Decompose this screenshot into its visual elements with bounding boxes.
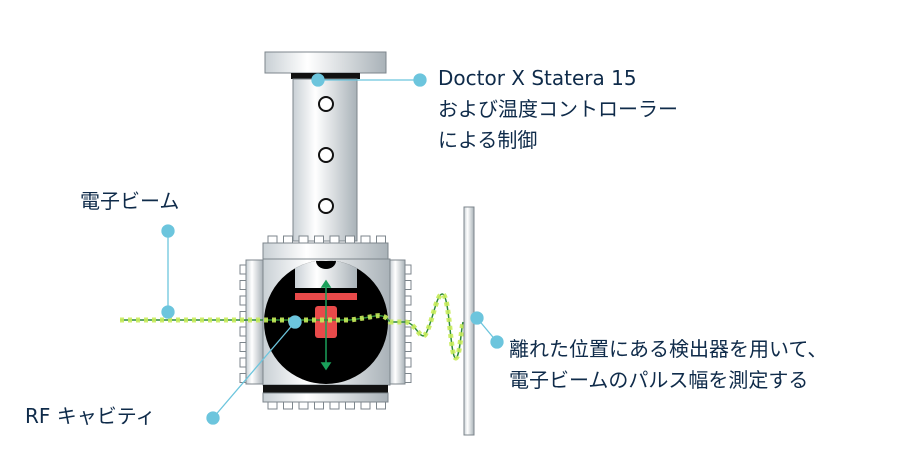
controller-label: Doctor X Statera 15 および温度コントローラー による制御 [438,63,678,156]
fin [314,401,324,410]
fin [267,401,278,410]
controller-label-line3: による制御 [438,128,538,152]
fin [404,342,412,352]
fin [298,401,309,410]
fin [239,264,247,275]
fin [404,357,412,368]
column-holes [318,96,334,214]
fin [404,295,412,306]
fin [376,235,386,244]
field-arrow [320,279,332,371]
fin [329,401,340,410]
fin [345,401,355,410]
fin [267,235,278,244]
fin [404,326,412,337]
electron-beam [120,291,466,361]
fin [283,235,293,244]
column-assembly [264,51,387,242]
fin [239,280,247,290]
fin [404,311,412,321]
detector-label-line1: 離れた位置にある検出器を用いて、 [509,337,828,361]
electron-beam-label: 電子ビーム [80,189,180,213]
cavity-interior [264,260,388,384]
fin [314,235,324,244]
fin [329,235,340,244]
controller-label-line2: および温度コントローラー [438,97,678,121]
fin [239,342,247,352]
fin [360,235,371,244]
controller-label-line1: Doctor X Statera 15 [438,66,637,90]
fin [360,401,371,410]
fin [298,235,309,244]
fin [404,264,412,275]
detector-label: 離れた位置にある検出器を用いて、 電子ビームのパルス幅を測定する [509,334,827,396]
callout-lines [161,73,504,425]
fin [376,401,386,410]
fin [404,373,412,383]
fin [239,295,247,306]
fin [404,280,412,290]
fin [239,357,247,368]
fin [283,401,293,410]
fin [345,235,355,244]
rf-cavity-label: RF キャビティ [25,404,156,428]
fin [239,326,247,337]
detector-label-line2: 電子ビームのパルス幅を測定する [509,368,809,392]
